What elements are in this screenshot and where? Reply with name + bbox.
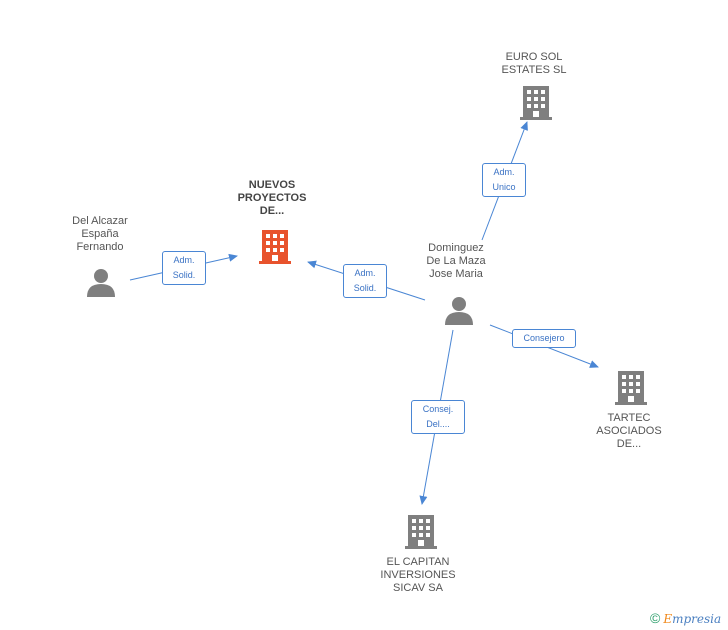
person-icon[interactable] bbox=[87, 269, 115, 297]
label-line: Fernando bbox=[76, 241, 124, 253]
edge-label-line: Adm. bbox=[354, 268, 376, 278]
brand-first-letter: E bbox=[663, 612, 673, 626]
node-label-del-alcazar[interactable]: Del Alcazar España Fernando bbox=[50, 215, 150, 254]
edge-label-line: Adm. bbox=[173, 255, 195, 265]
label-line: España bbox=[81, 228, 119, 240]
label-line: ASOCIADOS bbox=[596, 425, 662, 437]
label-line: EL CAPITAN bbox=[386, 556, 450, 568]
edge-label-line: Del.... bbox=[426, 419, 450, 429]
label-line: EURO SOL bbox=[505, 51, 563, 63]
edge-label-line: Consej. bbox=[422, 404, 454, 414]
label-line: Del Alcazar bbox=[72, 215, 128, 227]
label-line: ESTATES SL bbox=[501, 64, 567, 76]
footer-branding[interactable]: ©Empresia bbox=[650, 610, 721, 626]
label-line: De La Maza bbox=[426, 255, 486, 267]
edge-label-line: Consejero bbox=[523, 333, 565, 343]
copyright-icon: © bbox=[650, 610, 661, 626]
label-line: Dominguez bbox=[428, 242, 484, 254]
label-line: Jose Maria bbox=[429, 268, 483, 280]
label-line: INVERSIONES bbox=[380, 569, 456, 581]
edge-label-dominguez-capitan[interactable]: Consej. Del.... bbox=[411, 400, 465, 434]
edge-label-alcazar-main[interactable]: Adm. Solid. bbox=[162, 251, 206, 285]
node-label-euro-sol[interactable]: EURO SOL ESTATES SL bbox=[484, 51, 584, 77]
label-line: DE... bbox=[259, 205, 285, 217]
label-line: PROYECTOS bbox=[237, 192, 307, 204]
edge-label-line: Adm. bbox=[493, 167, 515, 177]
edge-label-line: Solid. bbox=[172, 270, 196, 280]
building-icon[interactable] bbox=[405, 515, 437, 549]
brand-rest: mpresia bbox=[672, 612, 722, 626]
label-line: TARTEC bbox=[607, 412, 651, 424]
edge-label-dominguez-tartec[interactable]: Consejero bbox=[512, 329, 576, 348]
building-icon[interactable] bbox=[520, 86, 552, 120]
node-label-el-capitan[interactable]: EL CAPITAN INVERSIONES SICAV SA bbox=[368, 556, 468, 595]
edge-label-dominguez-eurosol[interactable]: Adm. Unico bbox=[482, 163, 526, 197]
brand-logo: Empresia bbox=[663, 612, 721, 626]
building-icon[interactable] bbox=[615, 371, 647, 405]
node-label-main[interactable]: NUEVOS PROYECTOS DE... bbox=[222, 179, 322, 218]
label-line: NUEVOS bbox=[248, 179, 296, 191]
person-icon[interactable] bbox=[445, 297, 473, 325]
building-icon[interactable] bbox=[259, 230, 291, 264]
node-label-tartec[interactable]: TARTEC ASOCIADOS DE... bbox=[579, 412, 679, 451]
edge-label-line: Unico bbox=[492, 182, 516, 192]
label-line: DE... bbox=[616, 438, 642, 450]
node-label-dominguez[interactable]: Dominguez De La Maza Jose Maria bbox=[406, 242, 506, 281]
edge-label-dominguez-main[interactable]: Adm. Solid. bbox=[343, 264, 387, 298]
edge-label-line: Solid. bbox=[353, 283, 377, 293]
label-line: SICAV SA bbox=[393, 582, 443, 594]
